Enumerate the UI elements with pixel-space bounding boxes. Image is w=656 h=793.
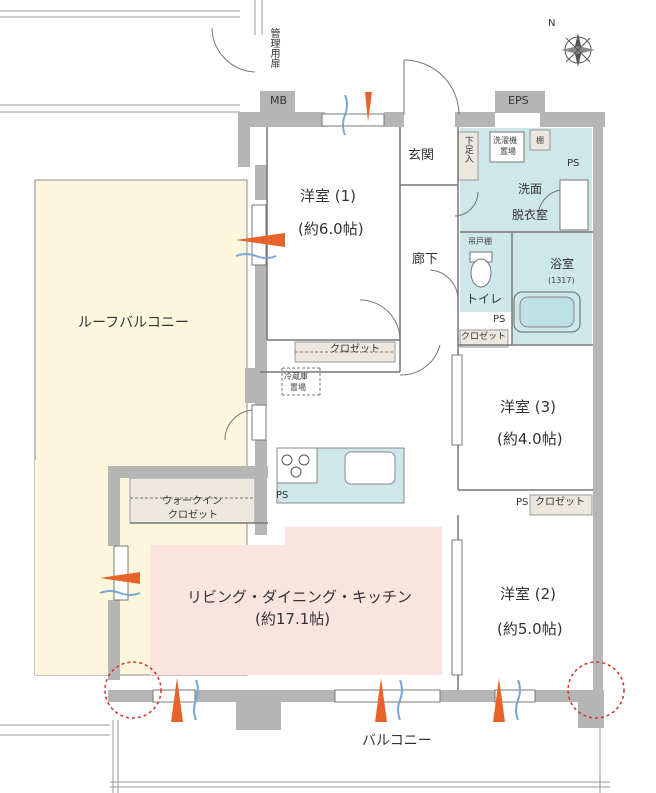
washroom-label-1: 洗面: [518, 182, 543, 196]
western2-name: 洋室 (2): [500, 585, 557, 603]
shelf-label: 棚: [536, 136, 544, 145]
cabinet-label: 吊戸棚: [468, 237, 492, 246]
ldk-area: [150, 527, 442, 675]
entrance-label: 玄関: [408, 148, 435, 163]
closet-w1-label: クロゼット: [330, 344, 380, 355]
eps-label: EPS: [508, 94, 529, 107]
marker-circle-right: [567, 661, 625, 719]
toilet-label: トイレ: [466, 292, 503, 306]
fridge-label-2: 置場: [290, 383, 306, 392]
ldk-name: リビング・ダイニング・キッチン: [187, 588, 413, 606]
hallway-label: 廊下: [412, 252, 439, 267]
closet-w2-shape: [459, 329, 509, 348]
shoe-box-label: 下足入: [462, 136, 473, 163]
wind-lines: [99, 94, 521, 721]
walkin-label-2: クロゼット: [168, 510, 218, 521]
closet-w2-label: クロゼット: [461, 332, 507, 342]
ldk-size: (約17.1帖): [255, 610, 331, 628]
washroom-label-2: 脱衣室: [512, 208, 549, 222]
western3-size: (約4.0帖): [497, 430, 563, 448]
ps-label-3: PS: [276, 490, 289, 501]
shelf-shape: [529, 129, 551, 151]
washer-label-1: 洗濯機: [493, 136, 517, 145]
doors: [211, 27, 561, 441]
walkin-label-1: ウォークイン: [162, 496, 222, 507]
mb-label: MB: [270, 94, 288, 107]
western3-name: 洋室 (3): [500, 398, 557, 416]
western1-size: (約6.0帖): [298, 220, 364, 238]
balcony-label: バルコニー: [362, 733, 432, 749]
bathroom-label: 浴室: [550, 257, 575, 271]
ps-label-2: PS: [493, 314, 506, 325]
compass-icon: [561, 33, 595, 67]
vent-arrows: [100, 92, 505, 722]
compass-label: N: [548, 18, 556, 29]
ps-label-1: PS: [567, 158, 580, 169]
ps-label-4: PS: [516, 497, 529, 508]
bathroom-size: (1317): [548, 276, 575, 285]
closet-w3-shape: [529, 494, 593, 516]
washer-label-2: 置場: [500, 147, 516, 156]
walls: [108, 91, 605, 730]
fridge-label-1: 冷蔵庫: [284, 372, 308, 381]
western1-name: 洋室 (1): [300, 187, 357, 205]
roof-balcony-label: ルーフバルコニー: [78, 315, 189, 331]
mgmt-door-label: 管理用扉: [268, 28, 279, 68]
windows: [113, 113, 536, 703]
closet-w3-label: クロゼット: [535, 497, 585, 508]
exterior-lines: [0, 0, 610, 793]
western2-size: (約5.0帖): [497, 620, 563, 638]
marker-circle-left: [104, 661, 162, 719]
